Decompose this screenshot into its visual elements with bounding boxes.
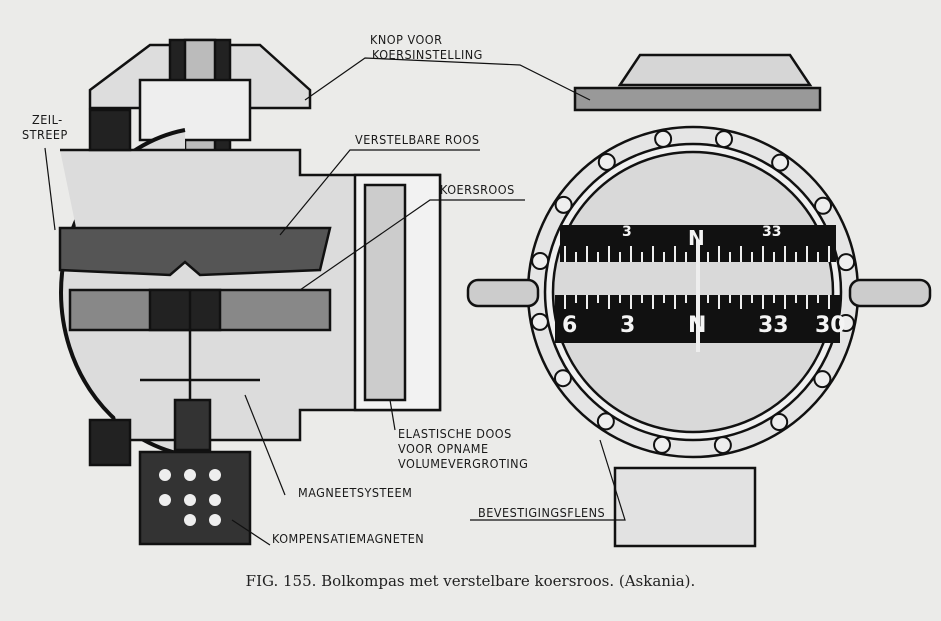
cutaway-view	[58, 38, 442, 546]
screw	[713, 436, 732, 455]
label-zeil: ZEIL-	[32, 112, 63, 127]
label-koersinstelling: KOERSINSTELLING	[372, 47, 483, 62]
screw	[530, 312, 549, 331]
screw	[554, 195, 573, 214]
scale-ticks	[564, 246, 830, 309]
label-streep: STREEP	[22, 127, 68, 142]
figure-caption: FIG. 155. Bolkompas met verstelbare koer…	[245, 572, 696, 590]
screw	[813, 370, 832, 389]
screw	[836, 313, 855, 332]
screw	[553, 369, 572, 388]
screw	[770, 413, 789, 432]
label-bevestigingsflens: BEVESTIGINGSFLENS	[478, 505, 606, 520]
lower-scale-n: N	[688, 313, 707, 338]
label-verstelbare-roos: VERSTELBARE ROOS	[355, 132, 480, 147]
label-koersroos: KOERSROOS	[440, 182, 515, 197]
label-magneetsysteem: MAGNEETSYSTEEM	[298, 485, 413, 500]
lower-scale-33: 33	[758, 313, 789, 338]
screw	[531, 252, 550, 271]
screw	[714, 130, 733, 149]
screw	[814, 196, 833, 215]
screw	[654, 129, 673, 148]
label-knop-voor: KNOP VOOR	[370, 32, 443, 47]
screw	[771, 153, 790, 172]
lower-scale-6: 6	[562, 313, 578, 338]
screw	[597, 152, 616, 171]
upper-scale-33: 33	[762, 224, 782, 240]
lower-scale-3: 3	[620, 313, 636, 338]
screw	[837, 253, 856, 272]
label-voor-opname: VOOR OPNAME	[398, 441, 489, 456]
screw	[653, 435, 672, 454]
label-elastische-doos: ELASTISCHE DOOS	[398, 426, 512, 441]
screw	[596, 412, 615, 431]
leader-lines	[44, 57, 626, 546]
lower-scale-30: 30	[815, 313, 846, 338]
front-view	[466, 53, 932, 548]
upper-scale-3: 3	[622, 224, 632, 240]
upper-scale-n: N	[688, 226, 705, 250]
label-volumevergroting: VOLUMEVERGROTING	[398, 456, 529, 471]
label-kompensatiemagneten: KOMPENSATIEMAGNETEN	[272, 531, 425, 546]
flange-screws	[530, 129, 856, 455]
